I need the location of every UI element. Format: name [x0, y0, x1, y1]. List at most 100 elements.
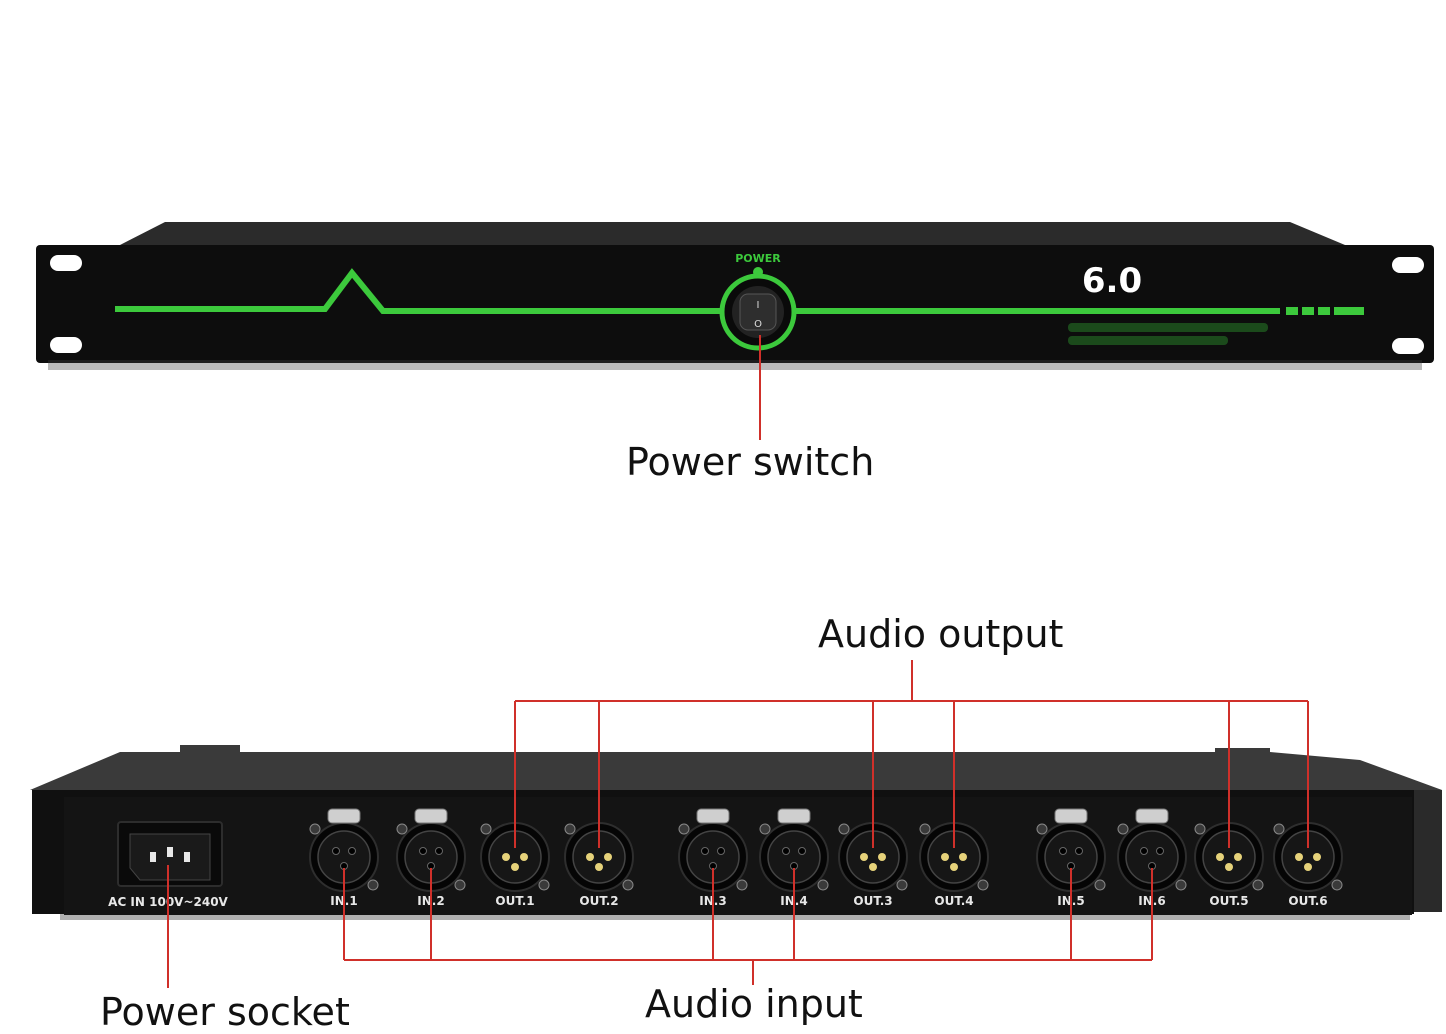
socket-hole-icon	[1156, 847, 1164, 855]
screw-icon	[1194, 823, 1206, 835]
socket-hole-icon	[419, 847, 427, 855]
pin-icon	[520, 853, 528, 861]
latch-tab-icon	[1054, 808, 1088, 824]
socket-hole-icon	[435, 847, 443, 855]
jack-label: OUT.4	[934, 894, 973, 908]
xlr-input-jack[interactable]: IN.5	[1036, 808, 1106, 908]
screw-icon	[977, 879, 989, 891]
screw-icon	[1117, 823, 1129, 835]
screw-icon	[896, 879, 908, 891]
pin-icon	[502, 853, 510, 861]
pin-icon	[511, 863, 519, 871]
xlr-output-jack[interactable]: OUT.4	[919, 822, 989, 908]
power-socket-callout: Power socket	[100, 990, 350, 1034]
latch-tab-icon	[696, 808, 730, 824]
screw-icon	[367, 879, 379, 891]
screw-icon	[759, 823, 771, 835]
pin-icon	[860, 853, 868, 861]
jack-label: OUT.3	[853, 894, 892, 908]
model-badge: 6.0	[1082, 261, 1142, 301]
screw-icon	[838, 823, 850, 835]
socket-hole-icon	[1075, 847, 1083, 855]
screw-icon	[1175, 879, 1187, 891]
screw-icon	[678, 823, 690, 835]
switch-off-glyph: O	[754, 319, 762, 330]
screw-icon	[1094, 879, 1106, 891]
audio-output-leaders	[514, 660, 1309, 848]
socket-hole-icon	[1140, 847, 1148, 855]
front-accent-line	[115, 268, 722, 314]
latch-tab-icon	[327, 808, 361, 824]
xlr-output-jack[interactable]: OUT.6	[1273, 822, 1343, 908]
screw-icon	[480, 823, 492, 835]
screw-icon	[1331, 879, 1343, 891]
audio-input-leaders	[343, 868, 1153, 985]
power-label: POWER	[735, 252, 781, 265]
pin-icon	[959, 853, 967, 861]
audio-input-callout: Audio input	[645, 982, 863, 1026]
screw-icon	[454, 879, 466, 891]
latch-tab-icon	[777, 808, 811, 824]
pin-icon	[950, 863, 958, 871]
socket-hole-icon	[1059, 847, 1067, 855]
pin-icon	[1225, 863, 1233, 871]
jack-label: OUT.2	[579, 894, 618, 908]
pin-icon	[1313, 853, 1321, 861]
audio-output-callout: Audio output	[818, 612, 1064, 656]
pin-icon	[941, 853, 949, 861]
screw-icon	[919, 823, 931, 835]
power-switch[interactable]: I O	[719, 273, 797, 351]
rack-slot-icon	[1392, 257, 1424, 273]
pin-icon	[1295, 853, 1303, 861]
pin-icon	[1234, 853, 1242, 861]
rear-bottom-edge	[60, 914, 1410, 920]
pin-icon	[878, 853, 886, 861]
front-chassis-top	[120, 222, 1345, 245]
rear-chassis-side	[1412, 790, 1442, 912]
rack-slot-icon	[50, 255, 82, 271]
blurred-marking	[1068, 323, 1268, 345]
pin-icon	[1216, 853, 1224, 861]
xlr-output-jack[interactable]: OUT.3	[838, 822, 908, 908]
xlr-input-jack[interactable]: IN.2	[396, 808, 466, 908]
xlr-input-jack[interactable]: IN.1	[309, 808, 379, 908]
rear-chassis-top	[30, 745, 1442, 790]
screw-icon	[309, 823, 321, 835]
rack-slot-icon	[1392, 338, 1424, 354]
screw-icon	[538, 879, 550, 891]
pin-icon	[586, 853, 594, 861]
screw-icon	[622, 879, 634, 891]
screw-icon	[1273, 823, 1285, 835]
screw-icon	[1252, 879, 1264, 891]
jack-label: OUT.5	[1209, 894, 1248, 908]
socket-hole-icon	[717, 847, 725, 855]
xlr-output-jack[interactable]: OUT.5	[1194, 822, 1264, 908]
socket-hole-icon	[782, 847, 790, 855]
pin-icon	[595, 863, 603, 871]
screw-icon	[1036, 823, 1048, 835]
xlr-input-jack[interactable]: IN.3	[678, 808, 748, 908]
jack-label: OUT.1	[495, 894, 534, 908]
xlr-output-jack[interactable]: OUT.1	[480, 822, 550, 908]
latch-tab-icon	[1135, 808, 1169, 824]
socket-hole-icon	[332, 847, 340, 855]
pin-icon	[869, 863, 877, 871]
xlr-input-jack[interactable]: IN.4	[759, 808, 829, 908]
socket-hole-icon	[348, 847, 356, 855]
jack-label: OUT.6	[1288, 894, 1327, 908]
ac-power-socket[interactable]	[117, 821, 223, 887]
front-panel: POWER I O 6.0	[36, 222, 1434, 370]
power-switch-callout: Power switch	[626, 440, 875, 484]
pin-icon	[1304, 863, 1312, 871]
screw-icon	[817, 879, 829, 891]
screw-icon	[396, 823, 408, 835]
pin-icon	[604, 853, 612, 861]
switch-on-glyph: I	[757, 300, 760, 311]
socket-hole-icon	[798, 847, 806, 855]
latch-tab-icon	[414, 808, 448, 824]
rack-slot-icon	[50, 337, 82, 353]
front-shadow	[48, 360, 1422, 370]
